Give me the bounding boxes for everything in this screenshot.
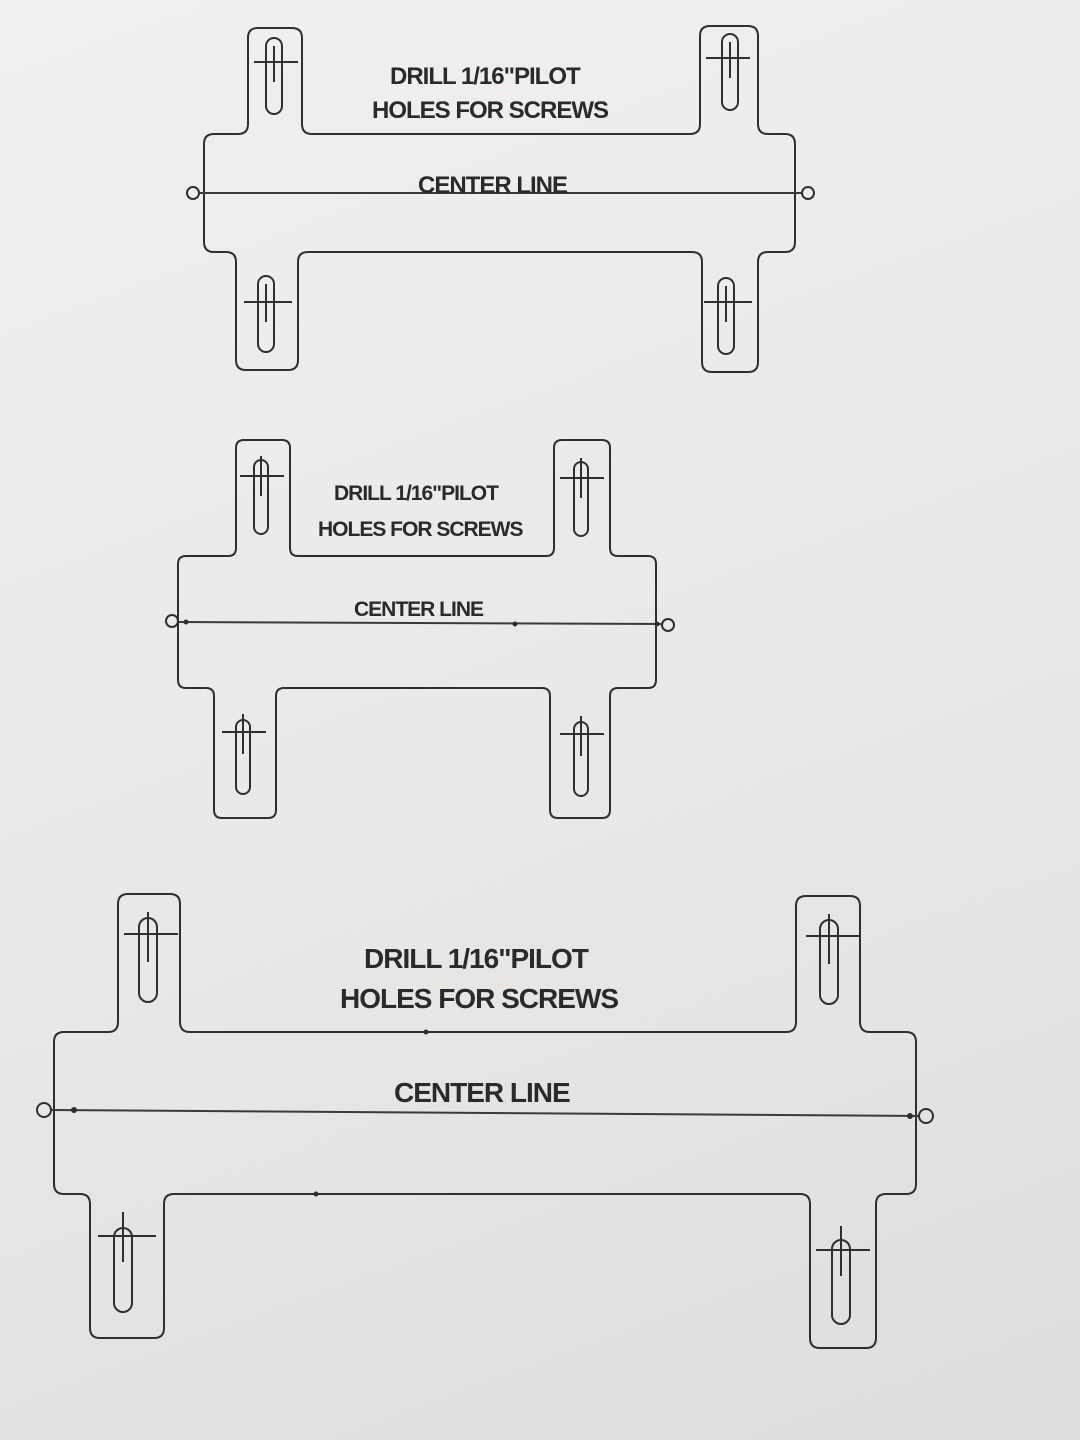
center-ring-left [165, 614, 179, 628]
drill-label-line2: HOLES FOR SCREWS [340, 983, 618, 1014]
center-mark [512, 621, 518, 627]
center-ring-left [186, 186, 200, 200]
template-bottom: DRILL 1/16"PILOT HOLES FOR SCREWS CENTER… [36, 893, 934, 1349]
center-ring-right [661, 618, 675, 632]
center-ring-left [36, 1102, 52, 1118]
center-ring-right [918, 1108, 934, 1124]
template-middle: DRILL 1/16"PILOT HOLES FOR SCREWS CENTER… [165, 439, 675, 819]
screw-slot [265, 37, 283, 115]
drill-label-line1: DRILL 1/16"PILOT [390, 63, 581, 90]
screw-slot [721, 33, 739, 111]
center-line [51, 1109, 919, 1117]
center-line-label: CENTER LINE [354, 598, 484, 621]
template-middle-outline [177, 439, 657, 819]
center-ring-right [801, 186, 815, 200]
center-mark [423, 1029, 429, 1035]
template-top: DRILL 1/16"PILOT HOLES FOR SCREWS CENTER… [186, 25, 815, 373]
center-mark [71, 1107, 77, 1113]
screw-slot [717, 277, 735, 355]
center-mark [313, 1191, 319, 1197]
drill-label-line2: HOLES FOR SCREWS [318, 518, 524, 541]
template-top-outline [203, 25, 796, 373]
drill-label-line1: DRILL 1/16"PILOT [334, 482, 499, 505]
center-mark [907, 1113, 913, 1119]
center-line [177, 621, 663, 625]
template-bottom-outline [53, 893, 917, 1349]
drill-label-line2: HOLES FOR SCREWS [372, 97, 609, 124]
drill-label-line1: DRILL 1/16"PILOT [364, 943, 589, 974]
center-mark [183, 619, 189, 625]
screw-slot [257, 275, 275, 353]
center-line-label: CENTER LINE [394, 1077, 570, 1108]
center-line-label: CENTER LINE [418, 172, 568, 199]
center-mark [654, 621, 660, 627]
